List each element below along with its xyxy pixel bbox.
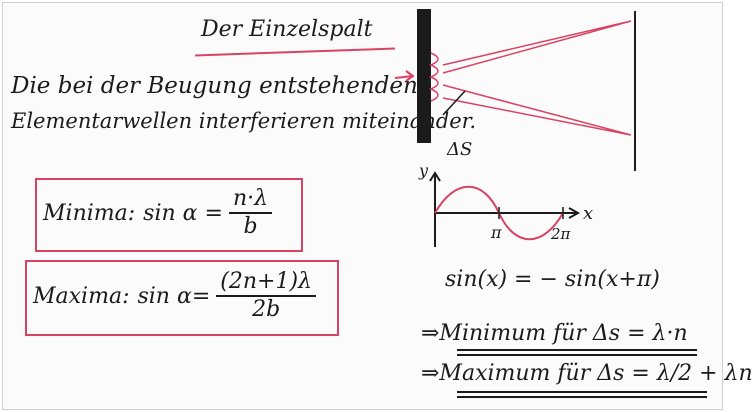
slit-arrow — [394, 70, 415, 82]
wave-arcs — [429, 52, 439, 102]
maxima-fraction-bar — [216, 295, 316, 297]
minima-fraction-bar — [228, 212, 273, 214]
result-maximum-underline-2 — [457, 396, 707, 398]
minima-denominator: b — [243, 214, 258, 239]
minima-lhs: sin α = — [143, 200, 223, 226]
y-axis-label: y — [419, 161, 429, 180]
result-minimum: ⇒Minimum für Δs = λ·n — [421, 321, 688, 346]
maxima-numerator: (2n+1)λ — [220, 269, 312, 294]
x-axis-label: x — [583, 203, 594, 224]
path-difference-line — [442, 90, 466, 116]
result-minimum-underline-2 — [457, 354, 697, 356]
minima-box — [35, 178, 303, 252]
result-maximum: ⇒Maximum für Δs = λ/2 + λn — [421, 361, 753, 386]
minima-formula: Minima: sin α = n·λ b — [43, 183, 273, 243]
diffraction-rays — [442, 20, 632, 136]
minima-fraction: n·λ b — [228, 186, 273, 240]
result-maximum-underline-1 — [457, 391, 707, 393]
maxima-box — [25, 260, 339, 336]
minima-label: Minima: — [43, 200, 136, 226]
maxima-formula: Maxima: sin α= (2n+1)λ 2b — [33, 265, 316, 327]
intro-line-1: Die bei der Beugung entstehenden — [11, 73, 418, 99]
page-title: Der Einzelspalt — [201, 17, 373, 42]
maxima-label: Maxima: — [33, 283, 130, 309]
intro-line-2: Elementarwellen interferieren miteinande… — [11, 109, 477, 133]
slit-wall-bottom — [417, 107, 431, 143]
sketch-layer — [394, 9, 636, 247]
maxima-fraction: (2n+1)λ 2b — [216, 269, 316, 323]
y-axis-arrow — [429, 171, 441, 182]
slit-wall-top — [417, 9, 431, 107]
maxima-denominator: 2b — [252, 297, 281, 322]
two-pi-label: 2π — [551, 225, 571, 243]
delta-s-label: ΔS — [447, 139, 473, 160]
result-minimum-underline-1 — [457, 349, 697, 351]
maxima-lhs: sin α= — [137, 283, 211, 309]
sine-relation: sin(x) = − sin(x+π) — [445, 267, 660, 292]
pi-label: π — [491, 223, 502, 242]
minima-numerator: n·λ — [232, 186, 269, 211]
x-axis-arrow — [568, 207, 581, 219]
